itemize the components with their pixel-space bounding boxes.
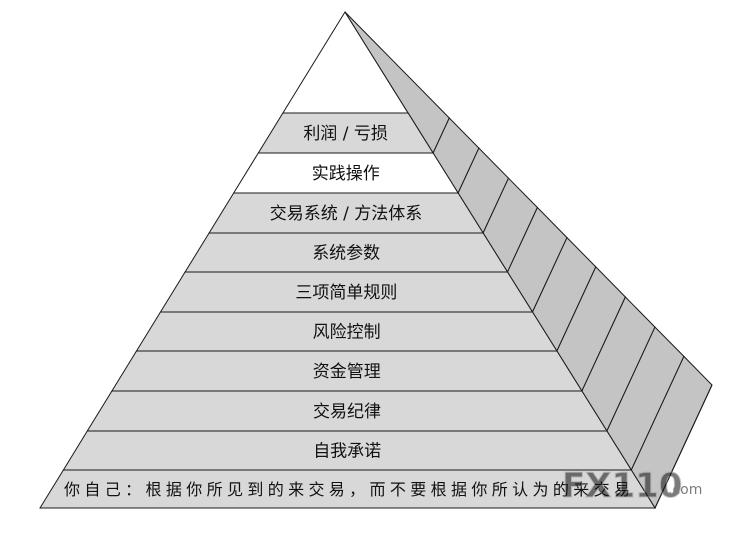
pyramid-layer-label: 交易系统 / 方法体系 (270, 204, 423, 224)
watermark-suffix: .com (668, 482, 702, 498)
side-face-bottom-edge (654, 384, 713, 509)
pyramid-front-face (39, 112, 656, 509)
pyramid-layer-label: 系统参数 (312, 244, 380, 264)
watermark-text: FX110 (562, 466, 682, 506)
pyramid-layer-label: 自我承诺 (313, 442, 381, 462)
pyramid-layer-label: 三项简单规则 (295, 283, 397, 303)
pyramid-layer-10 (39, 469, 656, 509)
pyramid-layer-label: 实践操作 (312, 164, 380, 184)
pyramid-layer-label: 资金管理 (313, 362, 381, 382)
pyramid-side-face (344, 11, 713, 510)
pyramid-layer-label: 交易纪律 (313, 402, 381, 422)
watermark-logo: FX110 .com (562, 466, 703, 507)
pyramid-layer-label: 利润 / 亏损 (303, 124, 388, 144)
pyramid-layer-label: 风险控制 (313, 323, 381, 343)
